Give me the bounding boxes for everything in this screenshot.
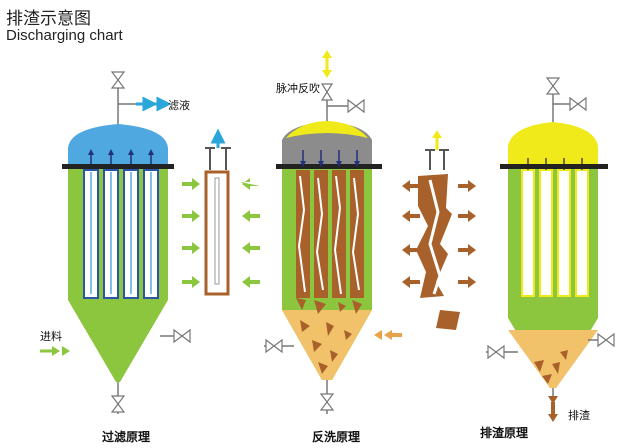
element-detail-filter <box>182 128 260 296</box>
filter-element-icon <box>83 169 159 299</box>
caption-discharging: 排渣原理 <box>480 426 529 440</box>
valve-icon <box>110 71 126 89</box>
caption-filter: 过滤原理 <box>102 430 151 444</box>
filtrate-label: 滤液 <box>168 99 190 112</box>
vessel-discharging <box>486 77 615 422</box>
element-detail-backflush <box>402 130 476 330</box>
pulse-backflush-label: 脉冲反吹 <box>276 82 320 95</box>
vessel-backflush <box>264 50 402 414</box>
caption-backflush: 反洗原理 <box>312 430 361 444</box>
vessel-filter <box>40 71 191 414</box>
discharge-label: 排渣 <box>568 409 590 422</box>
feed-label: 进料 <box>40 330 62 343</box>
diagram-title-cn: 排渣示意图 <box>6 9 91 29</box>
diagram-title-en: Discharging chart <box>6 27 123 44</box>
arrow-icon <box>40 346 70 356</box>
